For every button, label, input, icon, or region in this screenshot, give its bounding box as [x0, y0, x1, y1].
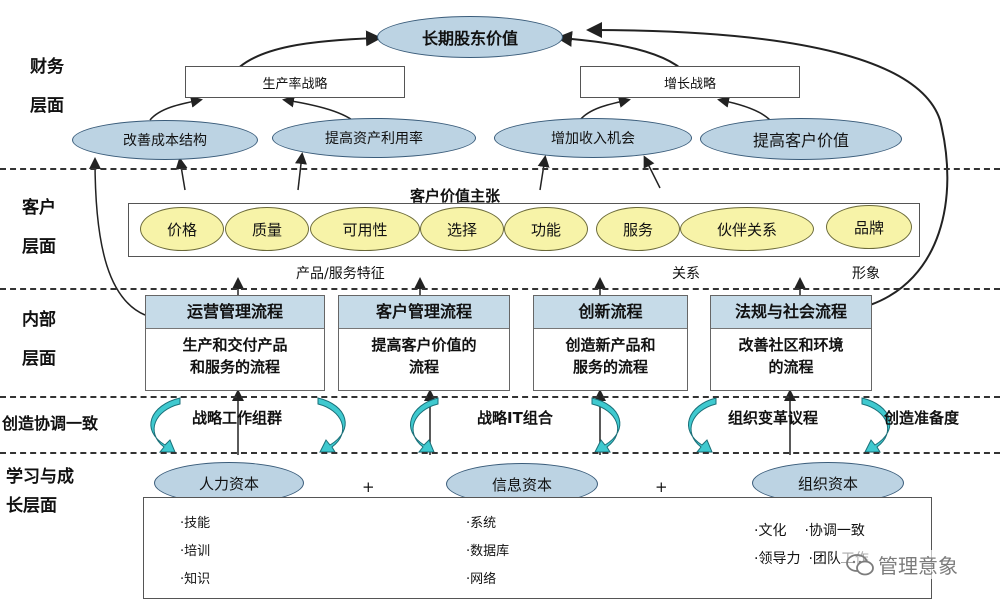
group-relationship: 关系: [672, 266, 700, 282]
teal-arrow-3a: [687, 397, 717, 453]
arrow-cost-to-prod: [149, 95, 203, 121]
plus-sign-2: +: [655, 478, 668, 496]
perspective-internal-line1: 内部: [22, 310, 56, 330]
process-cm-title: 客户管理流程: [339, 296, 509, 329]
group-product-service: 产品/服务特征: [296, 266, 385, 282]
alignment-job-families: 战略工作组群: [192, 409, 283, 427]
perspective-alignment: 创造协调一致: [2, 414, 99, 433]
perspective-customer: 客户 层面: [22, 193, 56, 257]
org-alignment: ·协调一致: [804, 523, 865, 539]
objective-asset-utilization: 提高资产利用率: [272, 118, 476, 158]
arrow-ops-to-cost-loop: [89, 157, 146, 316]
attr-quality: 质量: [225, 207, 309, 251]
process-operations-desc1: 生产和交付产品: [182, 336, 288, 354]
perspective-financial-line1: 财务: [30, 57, 64, 77]
info-network: ·网络: [466, 572, 497, 587]
teal-arrow-1a: [150, 397, 181, 453]
group-image: 形象: [852, 266, 880, 282]
process-reg-desc2: 的流程: [768, 358, 814, 376]
plus-sign-1: +: [362, 478, 375, 496]
divider-internal-alignment: [0, 396, 1000, 398]
teal-arrow-1b: [317, 397, 346, 453]
watermark: 管理意象: [842, 550, 962, 579]
human-knowledge: ·知识: [180, 572, 211, 587]
process-reg-desc1: 改善社区和环境: [738, 336, 844, 354]
arrow-cust-to-rev: [537, 155, 550, 191]
alignment-readiness: 创造准备度: [884, 409, 960, 427]
attr-service: 服务: [596, 207, 680, 251]
perspective-learning-line2: 长层面: [6, 496, 57, 516]
perspective-customer-line2: 层面: [22, 237, 56, 257]
divider-customer-internal: [0, 288, 1000, 290]
arrow-rev-to-growth: [579, 96, 631, 121]
human-capital-list: ·技能 ·培训 ·知识: [180, 510, 210, 594]
divider-financial-customer: [0, 168, 1000, 170]
arrow-cust-to-value: [643, 155, 661, 189]
org-culture: ·文化: [754, 523, 787, 539]
attr-availability: 可用性: [310, 207, 420, 251]
process-operations: 运营管理流程 生产和交付产品和服务的流程: [145, 295, 325, 391]
info-capital-list: ·系统 ·数据库 ·网络: [466, 510, 509, 594]
watermark-text: 管理意象: [878, 554, 958, 578]
process-innovation: 创新流程 创造新产品和服务的流程: [533, 295, 688, 391]
perspective-customer-line1: 客户: [22, 198, 56, 218]
arrow-custval-to-growth: [717, 95, 771, 121]
learning-details-box: [143, 497, 932, 599]
teal-arrow-2b: [591, 397, 621, 453]
alignment-it-portfolio: 战略IT组合: [477, 409, 553, 427]
perspective-internal-line2: 层面: [22, 349, 56, 369]
info-systems: ·系统: [466, 516, 497, 531]
arrow-reg-to-goal-loop: [586, 22, 949, 306]
process-cm-desc2: 流程: [408, 358, 439, 376]
perspective-financial: 财务 层面: [30, 52, 64, 116]
objective-customer-value: 提高客户价值: [700, 118, 902, 160]
process-innovation-title: 创新流程: [534, 296, 687, 329]
perspective-financial-line2: 层面: [30, 96, 64, 116]
perspective-internal: 内部 层面: [22, 305, 56, 369]
info-database: ·数据库: [466, 544, 510, 559]
process-operations-title: 运营管理流程: [146, 296, 324, 329]
arrow-cust-to-cost: [175, 157, 188, 191]
wechat-icon: [846, 553, 874, 575]
attr-functionality: 功能: [504, 207, 588, 251]
strategy-productivity: 生产率战略: [185, 66, 405, 98]
teal-arrow-2a: [409, 397, 439, 453]
process-customer-management: 客户管理流程 提高客户价值的流程: [338, 295, 510, 391]
divider-alignment-learning: [0, 452, 1000, 454]
attr-selection: 选择: [420, 207, 504, 251]
process-operations-desc2: 和服务的流程: [189, 358, 280, 376]
human-training: ·培训: [180, 544, 211, 559]
objective-cost-structure: 改善成本结构: [72, 120, 258, 160]
alignment-change-agenda: 组织变革议程: [728, 409, 819, 427]
strategy-growth: 增长战略: [580, 66, 800, 98]
perspective-learning-line1: 学习与成: [6, 467, 74, 487]
org-leadership: ·领导力: [754, 551, 801, 567]
process-cm-desc1: 提高客户价值的: [371, 336, 477, 354]
human-skill: ·技能: [180, 516, 211, 531]
objective-revenue-opportunity: 增加收入机会: [494, 118, 692, 158]
goal-long-term-shareholder-value: 长期股东价值: [377, 16, 563, 58]
arrow-cust-to-asset: [295, 152, 307, 191]
attr-price: 价格: [140, 207, 224, 251]
attr-partnership: 伙伴关系: [680, 207, 814, 251]
process-reg-title: 法规与社会流程: [711, 296, 871, 329]
process-innovation-desc1: 创造新产品和: [565, 336, 656, 354]
process-regulatory-social: 法规与社会流程 改善社区和环境的流程: [710, 295, 872, 391]
attr-brand: 品牌: [826, 205, 912, 249]
customer-value-proposition-title: 客户价值主张: [410, 187, 501, 205]
perspective-learning: 学习与成 长层面: [6, 462, 74, 516]
process-innovation-desc2: 服务的流程: [572, 358, 648, 376]
